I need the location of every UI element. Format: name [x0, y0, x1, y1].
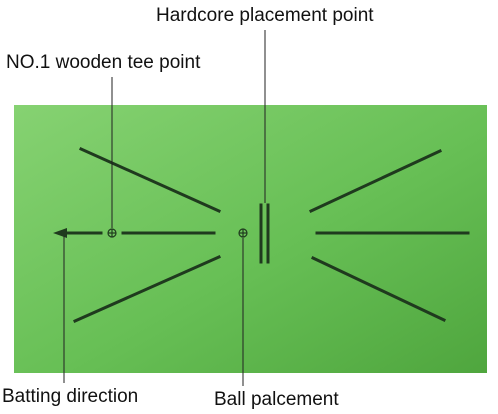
hitting-mat [14, 105, 487, 373]
left-lower-guide-line [73, 255, 221, 323]
ball-placement-label: Ball palcement [214, 389, 339, 410]
left-upper-guide-line [79, 147, 221, 213]
wooden-tee-point-label: NO.1 wooden tee point [6, 52, 201, 73]
batting-direction-label: Batting direction [2, 386, 139, 407]
right-lower-guide-line [311, 256, 446, 322]
ball-marker-icon [238, 228, 248, 238]
arrow-left-icon [53, 228, 67, 238]
hardcore-placement-point-label: Hardcore placement point [156, 5, 374, 26]
right-upper-guide-line [309, 149, 442, 213]
tee-marker-icon [107, 228, 117, 238]
